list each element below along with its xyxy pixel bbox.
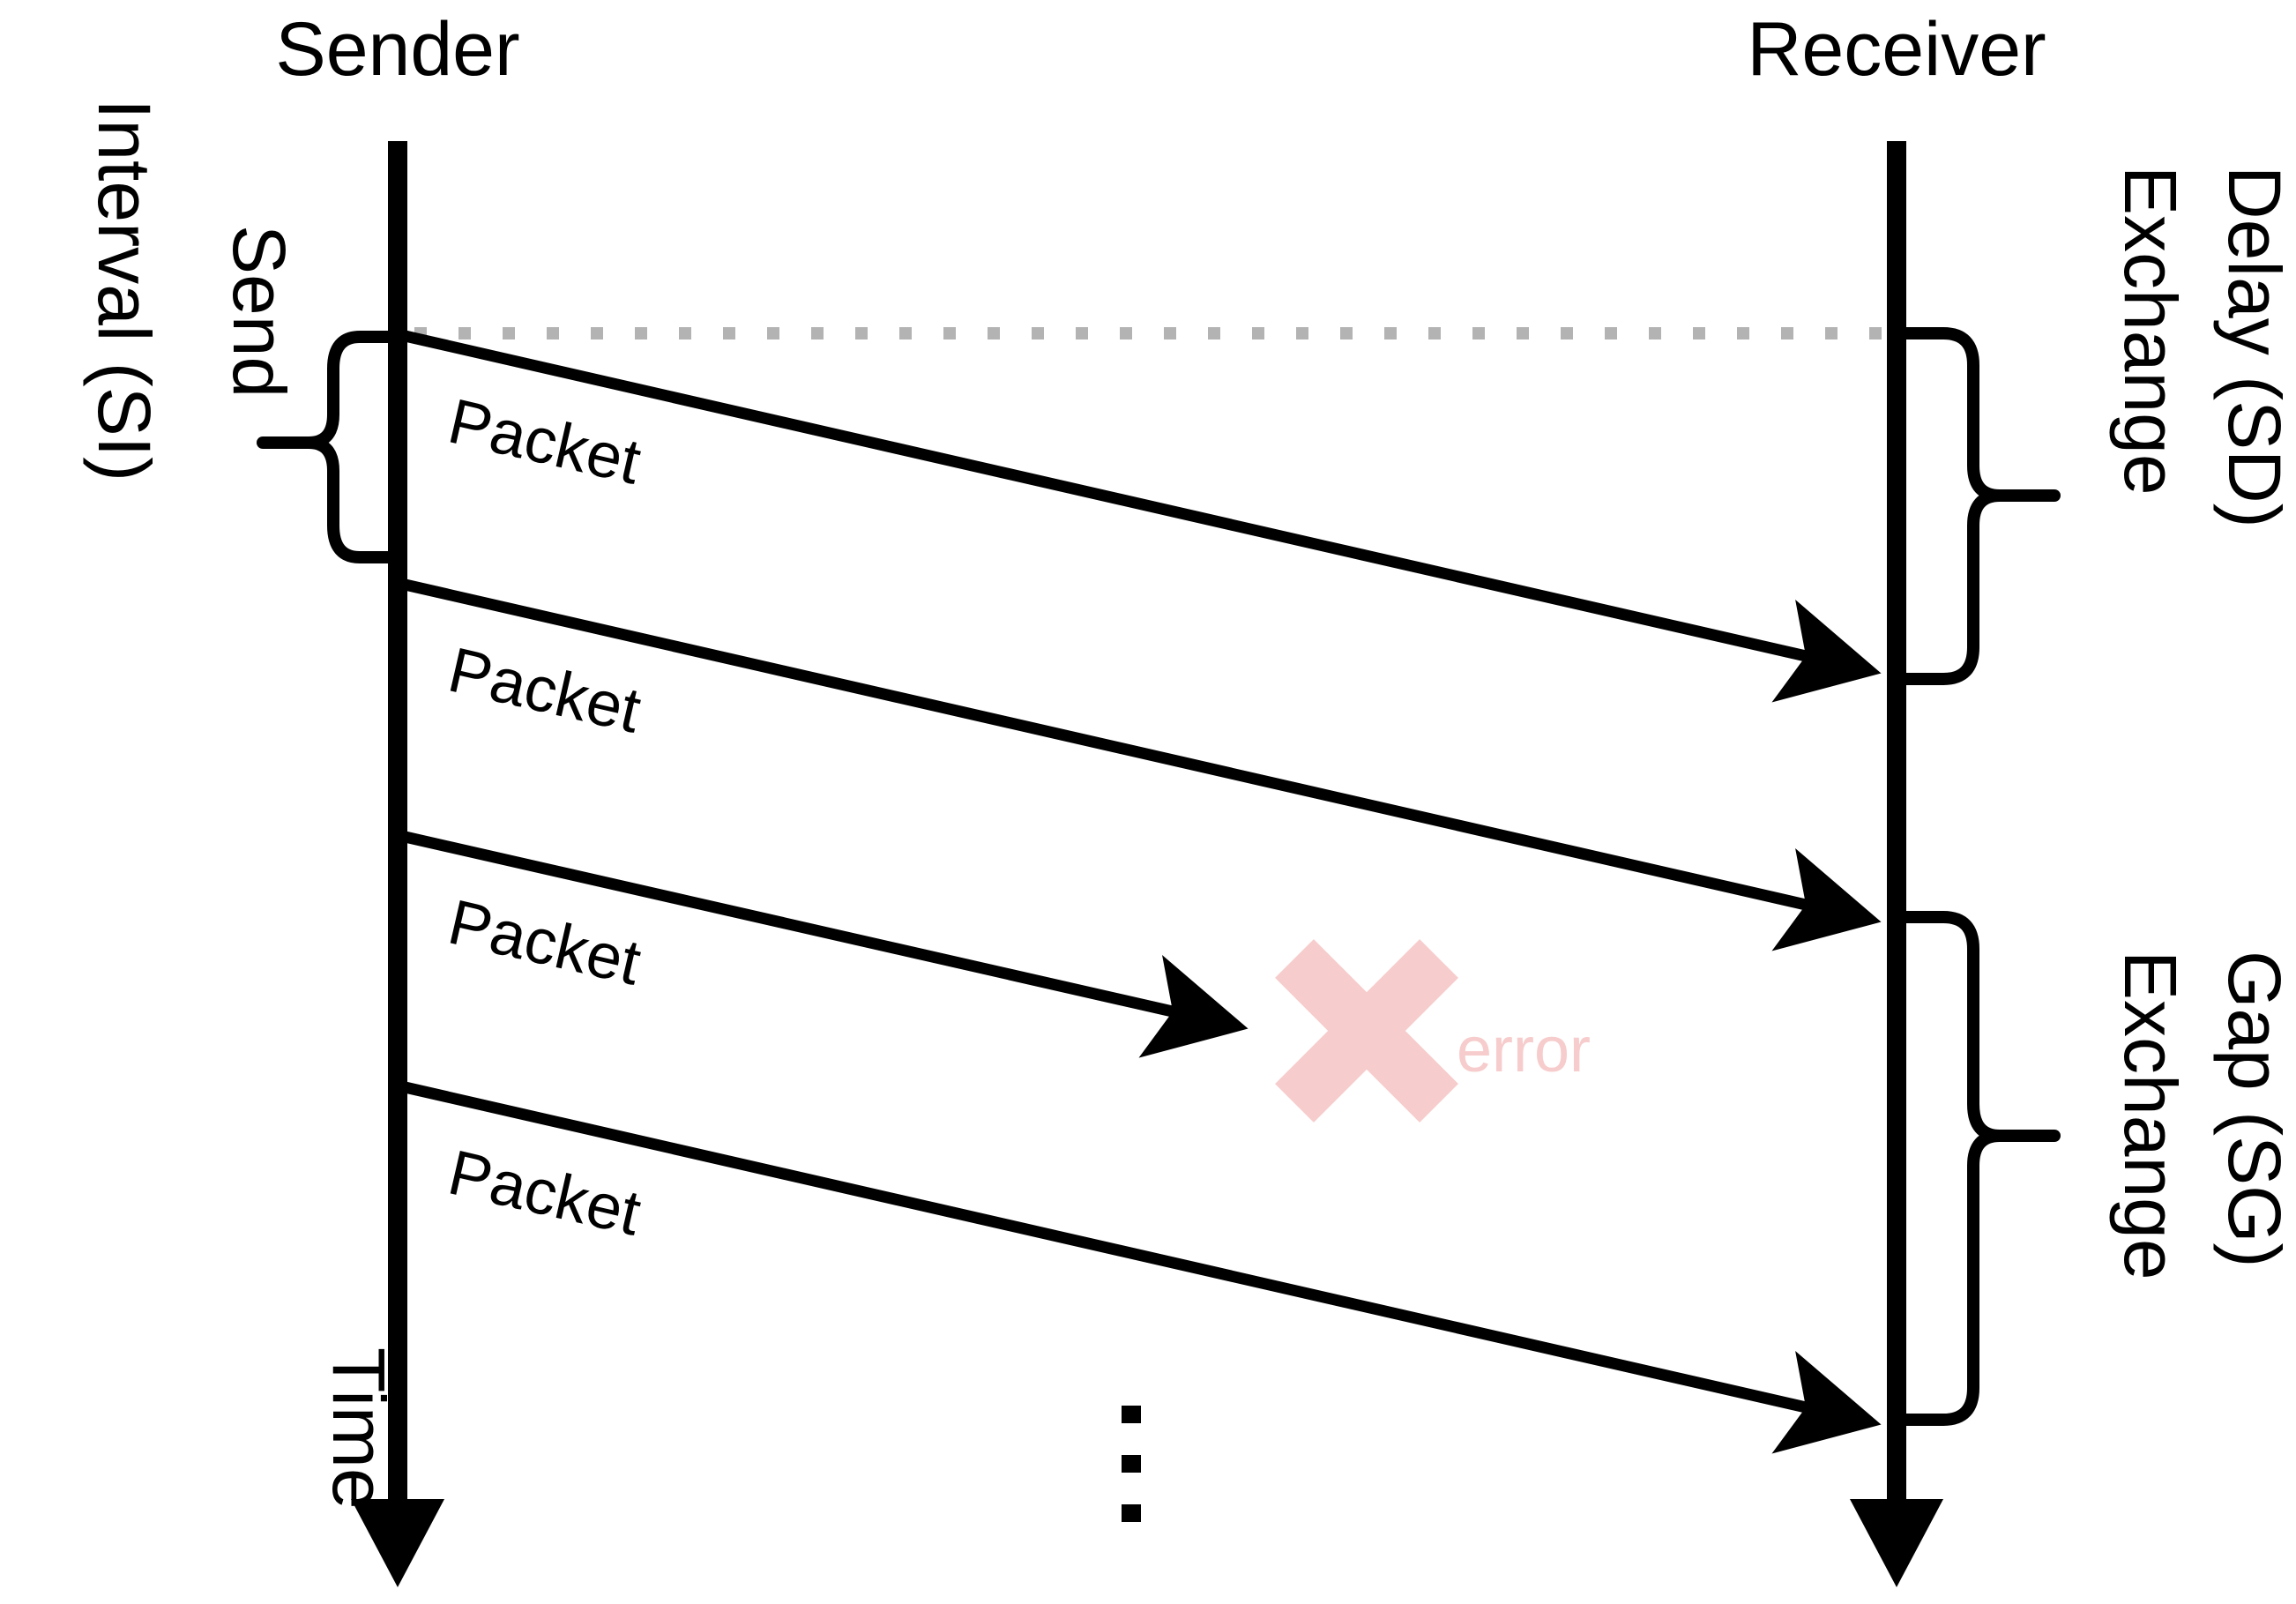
exchange-delay-label-line1: Exchange <box>2109 166 2192 496</box>
curly-brace-icon <box>1895 911 2006 1426</box>
vertical-ellipsis-icon <box>1122 1406 1141 1522</box>
packet-arrow-4: Packet <box>399 1080 1882 1454</box>
sender-lifeline-arrow-head-icon <box>351 1499 444 1587</box>
receiver-header-label: Receiver <box>1747 7 2046 92</box>
send-interval-brace <box>257 331 401 563</box>
curly-brace-icon <box>302 331 401 563</box>
packet-arrow-2: Packet <box>399 578 1882 951</box>
packet-arrow-3-lost: Packet <box>399 830 1249 1058</box>
sender-lifeline <box>351 141 444 1587</box>
exchange-gap-brace <box>1895 911 2061 1426</box>
send-label: Send <box>218 225 301 398</box>
exchange-gap-label-line1: Exchange <box>2109 951 2192 1280</box>
receiver-lifeline-arrow-head-icon <box>1850 1499 1943 1587</box>
cross-x-icon <box>1275 939 1458 1123</box>
exchange-delay-brace <box>1895 327 2061 685</box>
receiver-lifeline <box>1850 141 1943 1587</box>
packet-label-3: Packet <box>442 887 646 999</box>
error-label: error <box>1457 1015 1591 1085</box>
error-marker: error <box>1275 939 1591 1123</box>
packet-label-2: Packet <box>442 635 646 747</box>
sender-header-label: Sender <box>275 7 519 92</box>
exchange-gap-label-line2: Gap (SG) <box>2213 951 2296 1267</box>
packet-label-1: Packet <box>442 386 646 498</box>
packet-label-4: Packet <box>442 1138 646 1250</box>
exchange-delay-label-line2: Delay (SD) <box>2213 166 2296 528</box>
interval-label: Interval (SI) <box>83 99 166 481</box>
packet-arrow-1: Packet <box>399 329 1882 703</box>
time-axis-label: Time <box>317 1347 400 1510</box>
curly-brace-icon <box>1895 327 2006 685</box>
